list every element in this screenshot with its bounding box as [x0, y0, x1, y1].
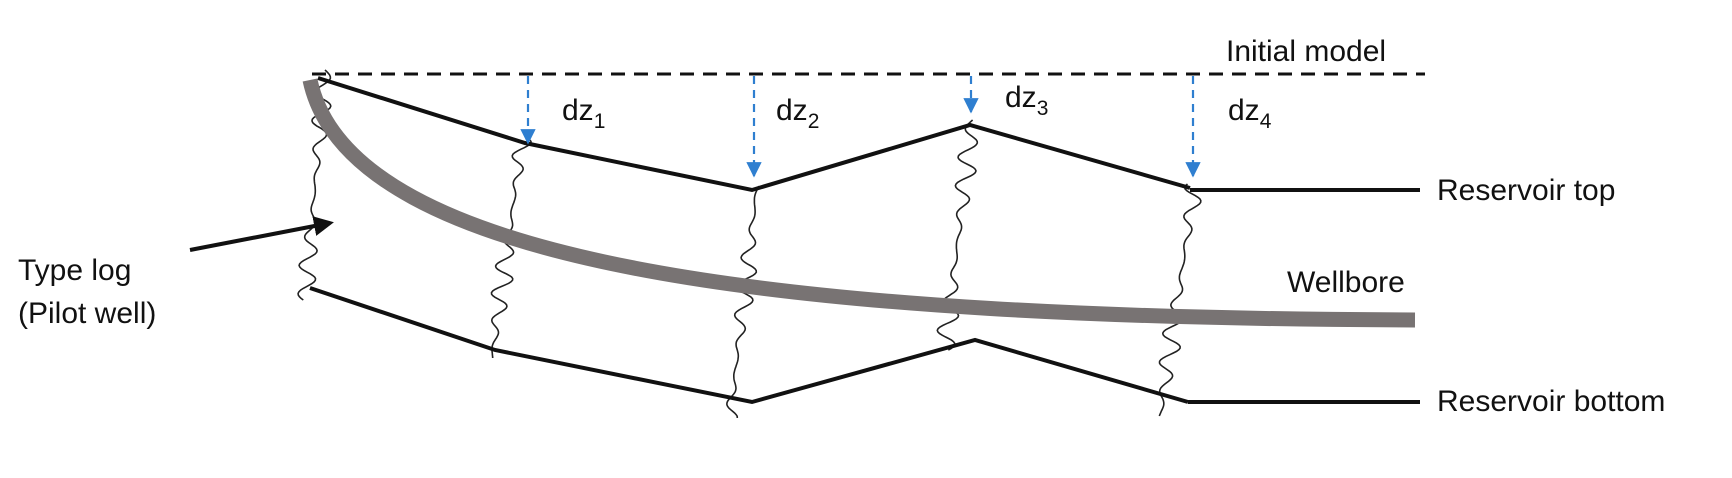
type-log-label-line2: (Pilot well) [18, 297, 156, 330]
wellbore-path [302, 78, 1416, 328]
reservoir-top-label: Reservoir top [1437, 174, 1615, 207]
type-log-trace [936, 119, 979, 351]
dz1-label: dz1 [562, 94, 605, 133]
reservoir-bottom-label: Reservoir bottom [1437, 385, 1665, 418]
type-log-trace [1158, 183, 1202, 417]
wellbore-label: Wellbore [1287, 266, 1405, 299]
dz2-label: dz2 [776, 94, 819, 133]
initial-model-label: Initial model [1226, 35, 1386, 68]
type-log-wiggles [297, 69, 1202, 419]
reservoir-top-horizon [317, 76, 1191, 193]
reservoir-bottom-horizon [309, 286, 1189, 405]
type-log-trace [490, 139, 532, 359]
dz4-label: dz4 [1228, 94, 1272, 133]
type-log-arrow [189, 216, 334, 252]
type-log-trace [297, 69, 332, 301]
type-log-trace [726, 185, 760, 419]
dz3-label: dz3 [1005, 81, 1048, 120]
type-log-label-line1: Type log [18, 254, 131, 287]
